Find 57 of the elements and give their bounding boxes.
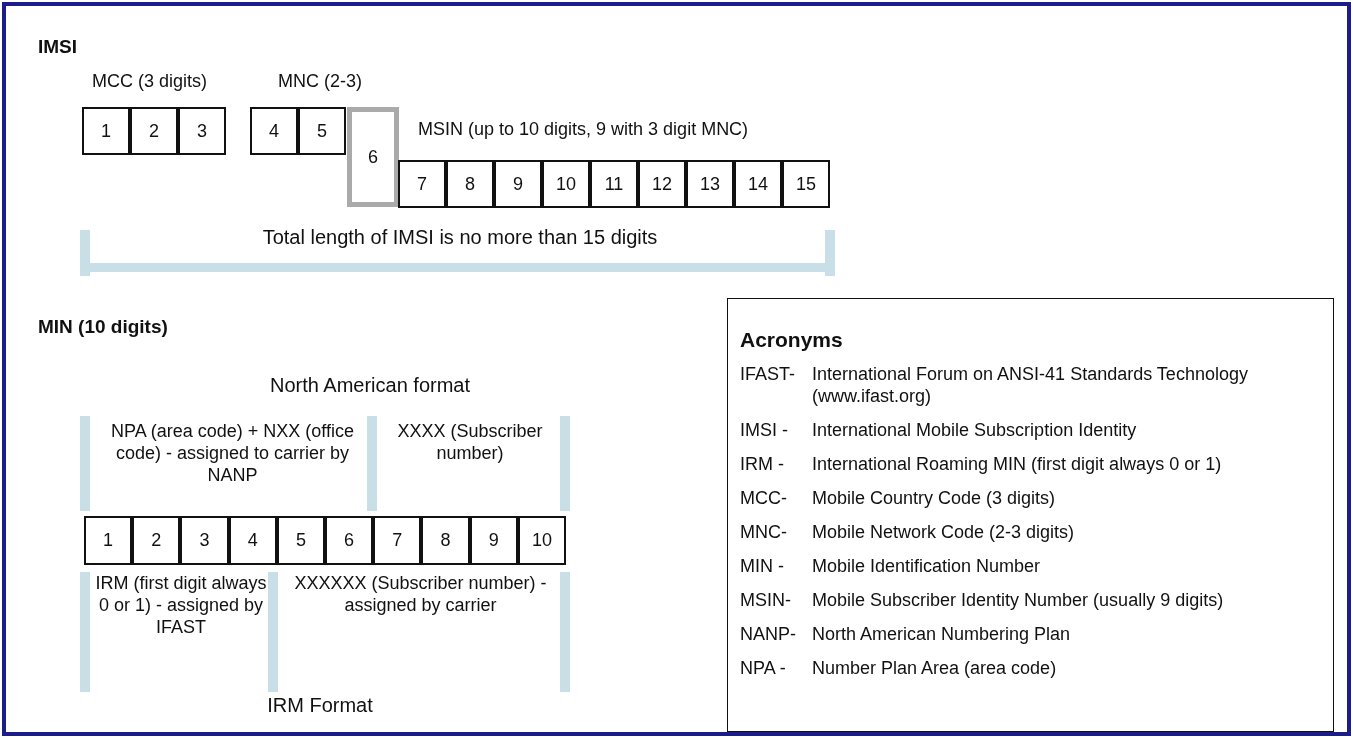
acronym-term: IMSI -	[740, 419, 789, 441]
digit-cell: 8	[421, 516, 470, 565]
annotation-text: North American format	[268, 374, 472, 396]
acronym-definition: Mobile Country Code (3 digits)	[812, 487, 1057, 509]
acronym-definition: International Mobile Subscription Identity	[812, 419, 1138, 441]
digit-cell: 4	[250, 107, 298, 155]
digit-cell: 4	[228, 516, 277, 565]
acronym-term: IRM -	[740, 453, 785, 475]
optional-digit-cell: 6	[347, 107, 399, 207]
section-heading: MIN (10 digits)	[38, 316, 169, 338]
digit-cell: 13	[686, 160, 734, 208]
acronym-term: NPA -	[740, 657, 787, 679]
digit-cell: 9	[494, 160, 542, 208]
acronym-definition: Number Plan Area (area code)	[812, 657, 1058, 679]
digit-cell: 11	[590, 160, 638, 208]
digit-cell: 12	[638, 160, 686, 208]
acronym-term: MSIN-	[740, 589, 792, 611]
acronym-definition: Mobile Identification Number	[812, 555, 1042, 577]
acronym-definition: International Roaming MIN (first digit always 0 or 1)	[812, 453, 1223, 475]
panel-heading: Acronyms	[740, 329, 844, 351]
annotation-text: IRM (first digit always 0 or 1) - assigned by IFAST	[95, 572, 267, 638]
digit-cell: 8	[446, 160, 494, 208]
annotation-text: MNC (2-3)	[278, 70, 363, 92]
section-heading: IMSI	[38, 36, 79, 58]
annotation-text: MCC (3 digits)	[92, 70, 208, 92]
digit-cell: 2	[132, 516, 181, 565]
acronym-term: NANP-	[740, 623, 797, 645]
annotation-text: XXXXXX (Subscriber number) - assigned by carrier	[293, 572, 548, 616]
digit-cell: 9	[469, 516, 518, 565]
annotation-text: IRM Format	[266, 694, 374, 716]
acronym-term: IFAST-	[740, 363, 796, 386]
annotation-text: Total length of IMSI is no more than 15 digits	[261, 226, 659, 248]
digit-cell: 5	[298, 107, 346, 155]
digit-cell: 7	[398, 160, 446, 208]
annotation-text: NPA (area code) + NXX (office code) - assigned to carrier by NANP	[110, 420, 355, 486]
acronym-term: MIN -	[740, 555, 785, 577]
digit-cell: 10	[517, 516, 566, 565]
digit-cell: 2	[130, 107, 178, 155]
digit-cell: 7	[373, 516, 422, 565]
acronym-term: MCC-	[740, 487, 788, 509]
digit-cell: 1	[82, 107, 130, 155]
acronym-definition: Mobile Network Code (2-3 digits)	[812, 521, 1076, 543]
acronym-definition: International Forum on ANSI-41 Standards Technology (www.ifast.org)	[812, 363, 1249, 407]
digit-cell: 15	[782, 160, 830, 208]
digit-cell: 3	[180, 516, 229, 565]
acronym-definition: Mobile Subscriber Identity Number (usually 9 digits)	[812, 589, 1225, 611]
digit-cell: 10	[542, 160, 590, 208]
annotation-text: MSIN (up to 10 digits, 9 with 3 digit MNC)	[418, 118, 750, 140]
acronym-term: MNC-	[740, 521, 788, 543]
annotation-text: XXXX (Subscriber number)	[396, 420, 544, 464]
acronym-definition: North American Numbering Plan	[812, 623, 1072, 645]
digit-cell: 6	[325, 516, 374, 565]
digit-cell: 14	[734, 160, 782, 208]
acronym-panel	[727, 298, 1334, 732]
digit-cell: 3	[178, 107, 226, 155]
digit-cell: 5	[276, 516, 325, 565]
digit-cell: 1	[84, 516, 133, 565]
